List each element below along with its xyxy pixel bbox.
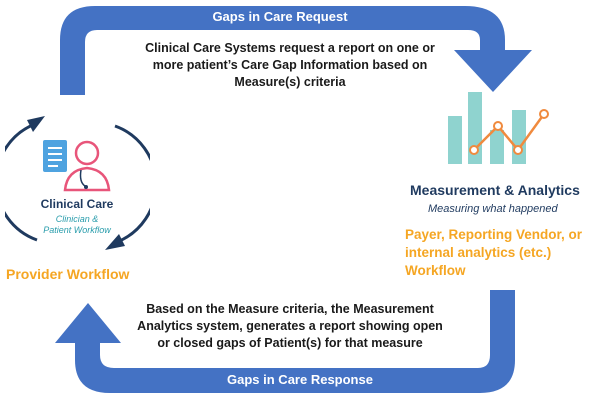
clinical-care-subtitle-line: Patient Workflow <box>43 225 111 235</box>
request-description-line: Clinical Care Systems request a report o… <box>145 41 435 55</box>
provider-workflow-label: Provider Workflow <box>6 266 130 282</box>
analytics-title: Measurement & Analytics <box>410 182 580 198</box>
request-description-line: Measure(s) criteria <box>234 75 346 89</box>
clinician-icon <box>63 140 111 192</box>
request-description: Clinical Care Systems request a report o… <box>120 40 460 91</box>
analytics-workflow-label: Payer, Reporting Vendor, or internal ana… <box>405 226 582 280</box>
response-description: Based on the Measure criteria, the Measu… <box>120 301 460 352</box>
response-description-line: Based on the Measure criteria, the Measu… <box>146 302 434 316</box>
clinical-care-subtitle-line: Clinician & <box>55 214 99 224</box>
request-arrow <box>60 6 532 95</box>
response-description-line: Analytics system, generates a report sho… <box>137 319 443 333</box>
clinical-care-subtitle: Clinician & Patient Workflow <box>32 214 122 236</box>
response-arrow <box>55 290 515 393</box>
request-description-line: more patient’s Care Gap Information base… <box>152 58 428 72</box>
request-arrow-label: Gaps in Care Request <box>212 9 348 24</box>
cycle-arrows-icon <box>5 116 150 250</box>
analytics-workflow-line: internal analytics (etc.) <box>405 245 552 260</box>
document-icon <box>43 140 67 172</box>
analytics-subtitle: Measuring what happened <box>428 203 558 215</box>
response-arrow-label: Gaps in Care Response <box>227 372 373 387</box>
bar-line-chart-icon <box>448 92 549 164</box>
analytics-workflow-line: Payer, Reporting Vendor, or <box>405 227 583 242</box>
analytics-workflow-line: Workflow <box>405 263 466 278</box>
clinical-care-graphic <box>5 116 150 250</box>
response-description-line: or closed gaps of Patient(s) for that me… <box>157 336 423 350</box>
clinical-care-title: Clinical Care <box>40 197 114 211</box>
